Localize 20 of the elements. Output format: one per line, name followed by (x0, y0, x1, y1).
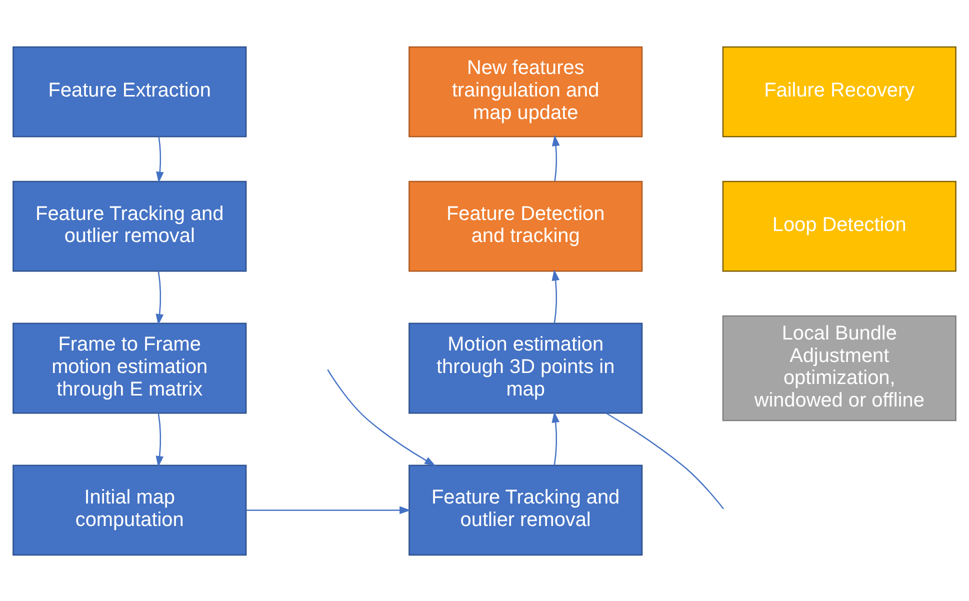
node-box: Feature Extraction (12, 46, 247, 137)
node-box: Feature Tracking and outlier removal (12, 180, 247, 272)
arrow (156, 136, 164, 182)
node-box: Frame to Frame motion estimation through E matrix (12, 322, 247, 414)
arrow (552, 268, 560, 323)
arrow (156, 270, 164, 325)
arrow (156, 412, 164, 467)
node-box: Loop Detection (722, 180, 956, 272)
connector (606, 412, 724, 509)
node-box: Initial map computation (12, 464, 247, 556)
node-box: Motion estimation through 3D points in map (408, 322, 643, 414)
node-box: Feature Tracking and outlier removal (408, 464, 643, 556)
node-box: Local Bundle Adjustment optimization, windowed or offline (722, 314, 956, 421)
node-box: Failure Recovery (722, 46, 956, 137)
arrow (246, 506, 411, 514)
arrow (552, 134, 560, 181)
node-box: Feature Detection and tracking (408, 180, 643, 272)
node-box: New features traingulation and map update (408, 46, 643, 137)
arrow (552, 410, 560, 465)
arrow (327, 368, 436, 466)
